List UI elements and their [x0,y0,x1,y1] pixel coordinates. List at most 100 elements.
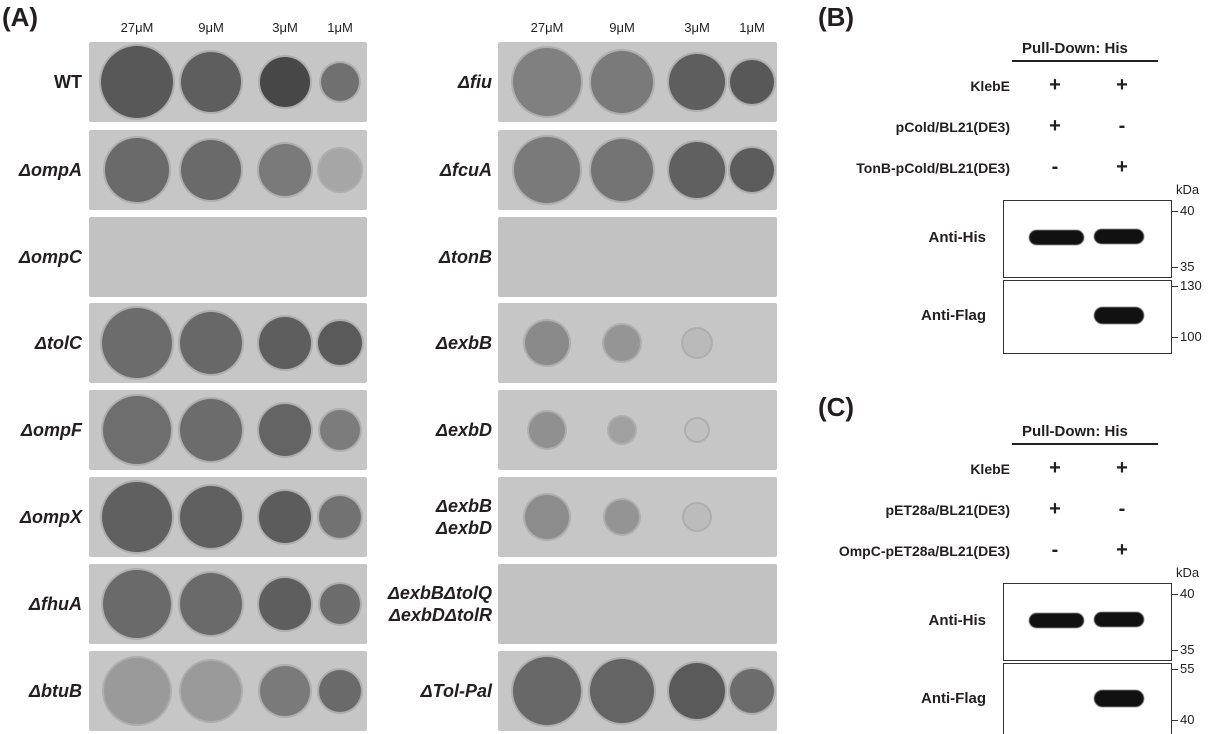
inhibition-zone [318,321,362,365]
inhibition-zone [669,142,725,198]
inhibition-zone [604,325,640,361]
inhibition-zone [102,482,172,552]
pulldown-header: Pull-Down: His [1022,40,1128,57]
inhibition-zone [103,396,171,464]
inhibition-zone [320,584,360,624]
condition-label: TonB-pCold/BL21(DE3) [856,160,1010,176]
condition-label: KlebE [970,78,1010,94]
agar-plate [498,303,777,383]
inhibition-zone [181,140,241,200]
marker-label: 40 [1180,712,1195,727]
agar-plate [498,217,777,297]
marker-label: 55 [1180,661,1195,676]
marker-tick [1172,211,1178,212]
marker-tick [1172,337,1178,338]
inhibition-zone [180,399,242,461]
inhibition-zone [590,659,654,723]
concentration-label-left: 3μM [272,20,298,35]
inhibition-zone [181,661,241,721]
strain-label: ΔompF [20,420,82,440]
lane1-sign: + [1049,74,1061,96]
condition-label: pET28a/BL21(DE3) [885,502,1010,518]
agar-plate [498,130,777,210]
condition-label: KlebE [970,461,1010,477]
inhibition-zone [260,666,310,716]
strain-label: ΔexbBΔtolQ ΔexbDΔtolR [387,583,492,625]
lane1-sign: + [1049,498,1061,520]
lane2-sign: - [1118,115,1126,137]
agar-plate [498,564,777,644]
strain-label: ΔbtuB [28,681,82,701]
lane1-sign: - [1051,539,1059,561]
inhibition-zone [513,657,581,725]
protein-band [1029,230,1084,245]
inhibition-zone [730,148,774,192]
condition-label: pCold/BL21(DE3) [895,119,1010,135]
agar-plate [89,477,367,557]
blot-anti-his [1003,583,1172,661]
strain-label: ΔfcuA [439,160,492,180]
inhibition-zone [669,663,725,719]
inhibition-zone [684,504,710,530]
inhibition-zone [320,410,360,450]
header-underline [1012,443,1158,445]
marker-label: 100 [1180,329,1202,344]
strain-label: ΔtonB [438,247,492,267]
inhibition-zone [102,308,172,378]
inhibition-zone [319,149,361,191]
marker-label: 35 [1180,259,1195,274]
inhibition-zone [321,63,359,101]
inhibition-zone [514,137,580,203]
agar-plate [89,42,367,122]
inhibition-zone [609,417,635,443]
strain-label: ΔexbD [435,420,492,440]
agar-plate [89,303,367,383]
marker-label: 35 [1180,642,1195,657]
marker-label: 130 [1180,278,1202,293]
agar-plate [89,390,367,470]
inhibition-zone [259,404,311,456]
lane1-sign: + [1049,457,1061,479]
concentration-label-right: 27μM [530,20,564,35]
inhibition-zone [180,486,242,548]
concentration-label-left: 1μM [327,20,353,35]
lane2-sign: + [1116,457,1128,479]
inhibition-zone [260,57,310,107]
marker-tick [1172,650,1178,651]
inhibition-zone [669,54,725,110]
inhibition-zone [259,578,311,630]
kda-unit: kDa [1176,182,1200,197]
marker-tick [1172,669,1178,670]
agar-plate [498,390,777,470]
strain-label: ΔfhuA [28,594,82,614]
agar-plate [89,217,367,297]
inhibition-zone [180,573,242,635]
strain-label: ΔompA [18,160,82,180]
inhibition-zone [730,669,774,713]
inhibition-zone [259,317,311,369]
marker-label: 40 [1180,203,1195,218]
agar-plate [89,130,367,210]
inhibition-zone [319,670,361,712]
strain-label: ΔexbB ΔexbD [435,496,492,538]
kda-unit: kDa [1176,565,1200,580]
inhibition-zone [259,491,311,543]
marker-tick [1172,594,1178,595]
marker-tick [1172,267,1178,268]
inhibition-zone [513,48,581,116]
inhibition-zone [525,321,569,365]
condition-label: OmpC-pET28a/BL21(DE3) [838,543,1010,559]
strain-label: Δfiu [457,72,492,92]
protein-band [1094,612,1144,627]
blot-label: Anti-Flag [921,307,986,324]
inhibition-zone [529,412,565,448]
blot-anti-his [1003,200,1172,278]
agar-plate [498,651,777,731]
marker-tick [1172,286,1178,287]
inhibition-zone [259,144,311,196]
lane2-sign: + [1116,539,1128,561]
agar-plate [89,564,367,644]
inhibition-zone [181,52,241,112]
blot-label: Anti-His [928,229,987,246]
header-underline [1012,60,1158,62]
